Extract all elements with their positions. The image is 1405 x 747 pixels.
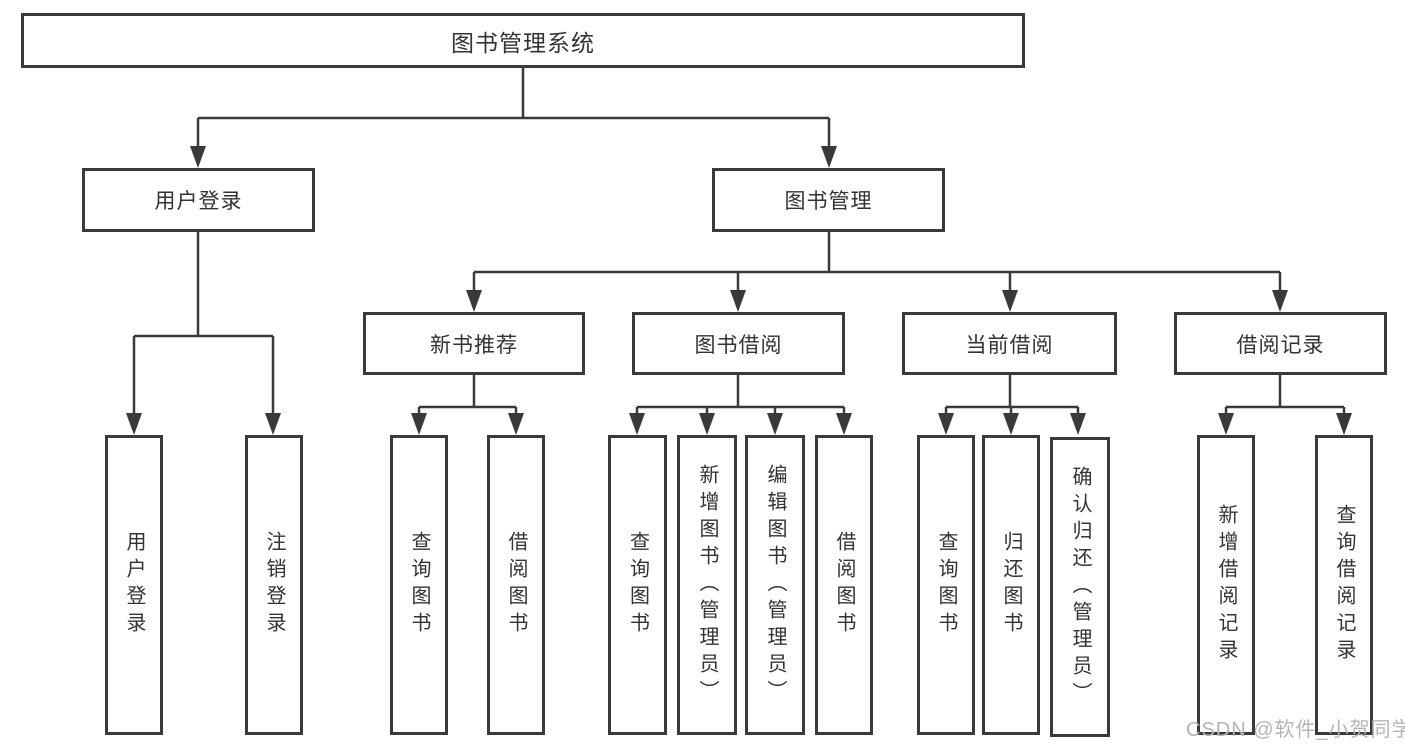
leaf-query-borrow-record: 查询借阅记录 <box>1315 435 1373 735</box>
node-borrow-records-label: 借阅记录 <box>1236 333 1325 357</box>
leaf-logout-label: 注销登录 <box>263 531 285 639</box>
node-book-management: 图书管理 <box>712 168 945 232</box>
leaf-borrow-books-label: 借阅图书 <box>833 531 855 639</box>
leaf-query-books: 查询图书 <box>390 435 448 735</box>
node-root-label: 图书管理系统 <box>451 29 595 56</box>
node-user-login: 用户登录 <box>82 168 315 232</box>
node-borrow-records: 借阅记录 <box>1174 312 1387 375</box>
node-new-book-recommend-label: 新书推荐 <box>430 333 518 357</box>
node-new-book-recommend: 新书推荐 <box>363 312 585 375</box>
leaf-confirm-return-admin-label: 确认归还（管理员） <box>1069 465 1091 709</box>
node-current-borrow: 当前借阅 <box>902 312 1117 375</box>
leaf-query-books-label: 查询图书 <box>935 531 957 639</box>
leaf-user-login: 用户登录 <box>105 435 163 735</box>
leaf-borrow-books: 借阅图书 <box>487 435 545 735</box>
leaf-return-books-label: 归还图书 <box>1000 531 1022 639</box>
leaf-edit-books-admin-label: 编辑图书（管理员） <box>764 463 786 707</box>
leaf-query-borrow-record-label: 查询借阅记录 <box>1333 504 1355 666</box>
leaf-return-books: 归还图书 <box>982 435 1040 735</box>
node-user-login-label: 用户登录 <box>154 190 243 213</box>
node-current-borrow-label: 当前借阅 <box>965 333 1054 357</box>
leaf-add-borrow-record: 新增借阅记录 <box>1197 435 1255 735</box>
leaf-query-books: 查询图书 <box>608 435 667 735</box>
node-book-borrow: 图书借阅 <box>632 312 845 375</box>
leaf-add-books-admin-label: 新增图书（管理员） <box>696 463 718 707</box>
leaf-query-books-label: 查询图书 <box>408 531 430 639</box>
node-root-system: 图书管理系统 <box>21 13 1025 68</box>
node-book-borrow-label: 图书借阅 <box>694 333 783 357</box>
node-book-management-label: 图书管理 <box>784 190 873 213</box>
leaf-borrow-books: 借阅图书 <box>815 435 873 735</box>
leaf-confirm-return-admin: 确认归还（管理员） <box>1050 437 1110 737</box>
leaf-query-books-label: 查询图书 <box>626 531 649 639</box>
leaf-logout: 注销登录 <box>245 435 303 735</box>
leaf-add-borrow-record-label: 新增借阅记录 <box>1215 504 1237 666</box>
leaf-borrow-books-label: 借阅图书 <box>505 531 527 639</box>
csdn-watermark: CSDN @软件_小贺同学 <box>1186 719 1405 741</box>
leaf-add-books-admin: 新增图书（管理员） <box>677 435 737 735</box>
leaf-query-books: 查询图书 <box>917 435 975 735</box>
leaf-edit-books-admin: 编辑图书（管理员） <box>745 435 805 735</box>
leaf-user-login-label: 用户登录 <box>123 531 145 639</box>
